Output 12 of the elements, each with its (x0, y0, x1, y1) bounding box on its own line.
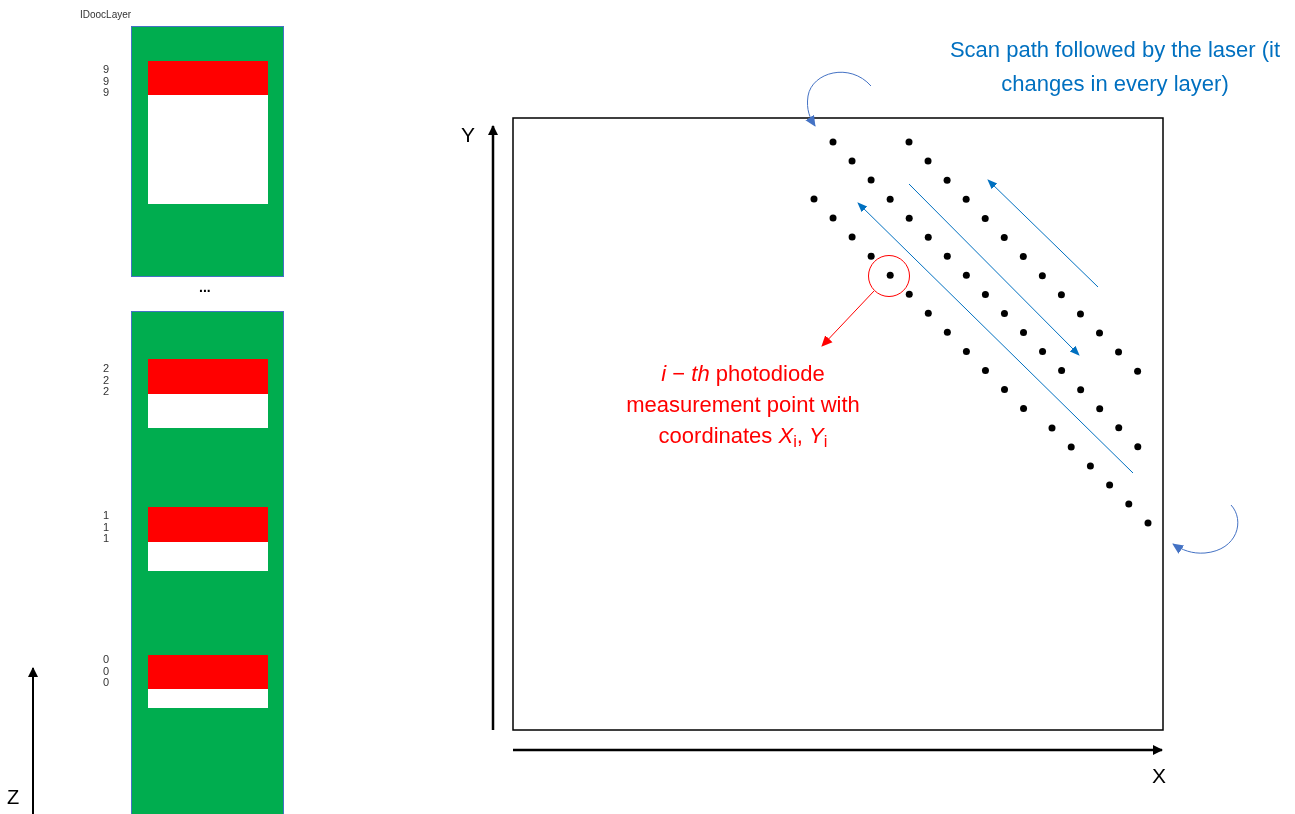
layer-number: 999 (103, 64, 110, 99)
leader-arrow (821, 290, 875, 347)
layer-number: 111 (103, 510, 110, 545)
annotation-text: Scan path followed by the laser (it changes in every layer) (948, 36, 1282, 98)
axis-label: Z (7, 785, 20, 810)
layer-number: 000 (103, 654, 110, 689)
layer-number: 222 (103, 363, 110, 398)
ellipsis-text: ... (199, 278, 211, 297)
callout-text: i − th photodiode measurement point with coordinates X$_{i}$, Y$_{i}$ (625, 360, 861, 451)
axis-label: X (1152, 763, 1166, 789)
axis-label: Y (461, 122, 475, 148)
column-title: IDoocLayer (80, 8, 132, 22)
